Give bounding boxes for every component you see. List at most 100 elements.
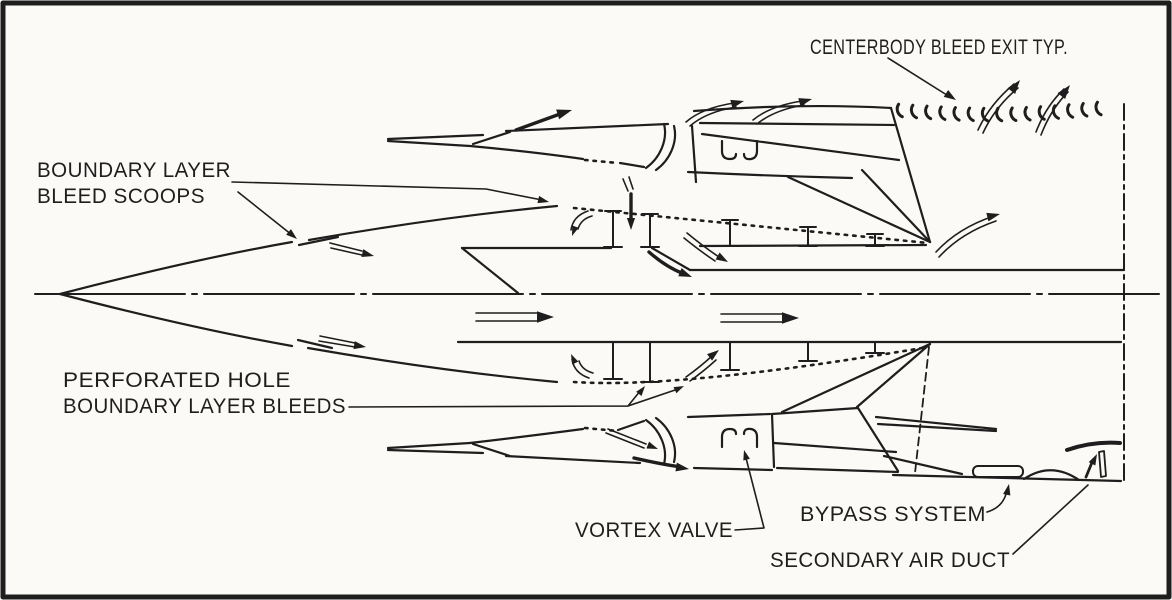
bypass-door-dome bbox=[1022, 469, 1081, 482]
bleed-exit-louver bbox=[1037, 105, 1046, 121]
centerbody-bleed-exit-louvers bbox=[895, 100, 1103, 123]
upper-cowl-panel-line-1 bbox=[698, 121, 896, 127]
spike-lower-aft-surface bbox=[306, 346, 559, 384]
bypass-exit-arrow-2 bbox=[752, 100, 803, 121]
arrowhead bbox=[1003, 484, 1011, 496]
lower-cowl-inner-wall bbox=[686, 412, 772, 419]
arrowhead bbox=[537, 311, 554, 323]
bypass-leader bbox=[986, 489, 1008, 513]
upper-scoop-flow-arrow bbox=[329, 242, 363, 256]
bleed-exit-louver bbox=[952, 106, 961, 122]
reference-lines bbox=[34, 103, 1160, 486]
upper-cowl-panel-left-edge bbox=[690, 124, 698, 184]
lower-panel-right-edge bbox=[856, 406, 900, 473]
arrowhead bbox=[1007, 80, 1020, 94]
arrowhead bbox=[715, 252, 728, 262]
upper-cowl bbox=[386, 100, 1103, 244]
upper-support-wedge-1 bbox=[860, 168, 932, 244]
lower-cowl bbox=[386, 342, 1123, 483]
arrowhead bbox=[353, 341, 366, 350]
aft-inner-flap-top bbox=[874, 415, 998, 431]
cowl-wake-arrow bbox=[935, 215, 995, 253]
upper-cowl-inner-aft bbox=[618, 161, 646, 169]
lower-cowl-inner-surface bbox=[468, 427, 585, 445]
arrowhead bbox=[572, 225, 579, 236]
bleed-strut bbox=[865, 341, 885, 354]
flow-arrows bbox=[286, 80, 1097, 496]
lower-vortex-valve-port-2 bbox=[742, 427, 759, 449]
bleed-inflow-arrow-top bbox=[683, 232, 720, 262]
lower-cowl-lip-bottom bbox=[386, 448, 485, 455]
cowl-bleed-arrow bbox=[605, 428, 647, 449]
bleed-strut bbox=[720, 341, 740, 371]
bleed-exit-louver bbox=[1080, 102, 1089, 118]
centerbody-perforated-bleed bbox=[456, 206, 1126, 385]
aft-ramp-line bbox=[882, 454, 964, 476]
centerbody-spike bbox=[58, 204, 559, 384]
lower-cowl-outer-surface bbox=[504, 454, 642, 465]
label-boundary-layer-line1: BOUNDARY LAYER bbox=[37, 159, 231, 182]
upper-vortex-valve-port-2 bbox=[742, 139, 759, 161]
boundary-layer-leader-2 bbox=[237, 191, 293, 236]
arrowhead bbox=[673, 386, 684, 394]
label-secondary-air-duct: SECONDARY AIR DUCT bbox=[770, 549, 1010, 572]
bleed-exit-louver bbox=[924, 104, 933, 121]
lower-panel-left-edge bbox=[770, 412, 776, 469]
upper-bypass-vane-2 bbox=[654, 124, 677, 172]
lower-cowl-inner-aft bbox=[616, 419, 646, 432]
arrowhead bbox=[571, 354, 579, 365]
bleed-strut bbox=[640, 213, 660, 248]
arrowhead bbox=[537, 195, 549, 204]
translating-cowl-reference bbox=[914, 346, 930, 474]
arrowhead bbox=[743, 450, 750, 461]
lower-panel-bottom bbox=[775, 466, 900, 474]
arrowhead bbox=[626, 218, 636, 230]
bleed-exit-louver bbox=[966, 106, 975, 123]
external-flow-arrow-top bbox=[514, 112, 562, 132]
label-perforated-line1: PERFORATED HOLE bbox=[63, 369, 291, 392]
spike-upper-surface bbox=[58, 240, 294, 296]
lower-bypass-vane-1 bbox=[644, 418, 667, 466]
arrowhead bbox=[1057, 85, 1070, 99]
upper-cowl-outer-surface bbox=[504, 122, 670, 133]
lower-panel-top bbox=[770, 406, 860, 416]
upper-support-wedge-2 bbox=[786, 175, 932, 244]
bleed-strut bbox=[603, 341, 623, 380]
lower-vortex-valve-port-1 bbox=[720, 427, 738, 449]
arrowhead bbox=[782, 312, 799, 324]
spike-upper-aft-surface bbox=[307, 204, 559, 242]
upper-bleed-scoop-lip bbox=[297, 235, 340, 247]
secondary-duct-vane bbox=[1098, 450, 1107, 478]
bleed-exit-louver bbox=[895, 102, 904, 119]
bypass-door bbox=[972, 465, 1024, 478]
label-boundary-layer-line2: BLEED SCOOPS bbox=[37, 185, 205, 208]
bleed-exit-louver bbox=[1094, 100, 1103, 117]
bleed-exit-louver bbox=[909, 103, 918, 120]
vortex-valve-leader bbox=[734, 457, 765, 531]
upper-cowl-outer-lip bbox=[386, 133, 485, 141]
upper-cowl-panel-line-2 bbox=[700, 132, 901, 162]
label-centerbody-bleed-exit: CENTERBODY BLEED EXIT TYP. bbox=[810, 36, 1068, 59]
upper-cowl-inner-surface bbox=[386, 139, 585, 161]
bleed-exit-louver bbox=[1009, 106, 1018, 122]
duct-flow-arrow-1 bbox=[475, 312, 539, 322]
bleed-support-struts bbox=[603, 210, 885, 383]
lower-support-wedge-1 bbox=[855, 342, 932, 409]
bleed-exit-louver bbox=[1051, 104, 1060, 120]
upper-perforated-surface bbox=[572, 206, 930, 245]
upper-cowl-aft-edge bbox=[889, 106, 932, 244]
upper-cowl-scoop-lip bbox=[471, 130, 512, 146]
lower-bleed-scoop-lip bbox=[296, 338, 334, 350]
lower-cowl-scoop-lip bbox=[471, 442, 512, 458]
lower-scoop-flow-arrow bbox=[318, 335, 356, 348]
plenum-step bbox=[650, 246, 692, 272]
upper-bypass-vane-1 bbox=[644, 122, 667, 170]
bleed-strut bbox=[720, 219, 740, 247]
bypass-exit-arrow-2b bbox=[756, 104, 805, 125]
arrowhead bbox=[678, 268, 692, 277]
arrowhead bbox=[361, 249, 374, 258]
bleed-exit-louver bbox=[1066, 103, 1075, 119]
upper-vortex-valve-port-1 bbox=[720, 139, 738, 161]
